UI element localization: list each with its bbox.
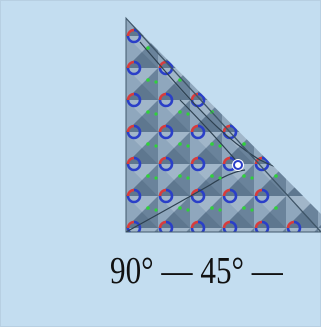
green-marker-icon [154,240,157,243]
green-marker-icon [210,174,214,178]
ring-motif-icon [126,156,142,172]
triangle-outline [125,16,321,233]
ring-motif-icon [126,92,142,108]
ring-motif-icon [158,124,174,140]
green-marker-icon [178,110,182,114]
ring-motif-icon [254,220,270,232]
ring-motif-icon [158,220,174,232]
green-marker-icon [122,112,125,115]
green-marker-icon [186,240,189,243]
ring-motif-icon [286,220,302,232]
green-marker-icon [218,208,222,212]
green-marker-icon [210,238,214,242]
green-marker-icon [154,80,158,84]
ring-motif-icon [158,156,174,172]
green-marker-icon [242,174,246,178]
green-marker-icon [274,238,278,242]
ring-motif-icon [126,124,142,140]
green-marker-icon [274,206,278,210]
ring-motif-icon [222,220,238,232]
green-marker-icon [122,240,125,243]
green-marker-icon [154,144,158,148]
green-marker-icon [242,238,246,242]
green-marker-icon [146,206,150,210]
ring-motif-icon [158,92,174,108]
green-marker-icon [122,176,125,179]
green-marker-icon [122,208,125,211]
green-marker-icon [210,206,214,210]
green-marker-icon [250,240,253,243]
green-marker-icon [146,46,150,50]
green-marker-icon [250,208,254,212]
green-marker-icon [186,144,190,148]
ring-motif-icon [190,220,206,232]
green-marker-icon [186,176,190,180]
green-marker-icon [218,176,222,180]
green-marker-icon [146,78,150,82]
green-marker-icon [122,144,125,147]
green-marker-icon [250,176,254,180]
green-marker-icon [146,238,150,242]
ring-motif-icon [126,188,142,204]
green-marker-icon [146,174,150,178]
green-marker-icon [242,206,246,210]
angle-caption: 90° — 45° — 4 [110,250,283,292]
ring-motif-icon [254,156,270,172]
green-marker-icon [178,142,182,146]
green-marker-icon [186,112,190,116]
green-marker-icon [218,240,221,243]
green-marker-icon [306,238,310,242]
green-marker-icon [210,142,214,146]
green-marker-icon [186,208,190,212]
green-marker-icon [146,142,150,146]
green-marker-icon [146,110,150,114]
ring-motif-icon [190,92,206,108]
ring-motif-icon [222,188,238,204]
ring-motif-icon [126,60,142,76]
green-marker-icon [218,144,222,148]
green-marker-icon [282,240,285,243]
green-marker-icon [178,78,182,82]
ring-motif-icon [190,156,206,172]
green-marker-icon [154,208,158,212]
green-marker-icon [274,174,278,178]
green-marker-icon [122,48,125,51]
ring-motif-icon [190,124,206,140]
green-marker-icon [178,238,182,242]
green-marker-icon [242,142,246,146]
green-marker-icon [154,112,158,116]
ring-motif-icon [158,188,174,204]
green-marker-icon [178,174,182,178]
green-marker-icon [122,80,125,83]
ring-motif-icon [126,220,142,232]
ring-motif-icon [254,188,270,204]
green-marker-icon [178,206,182,210]
green-marker-icon [154,176,158,180]
tile-field [122,18,321,243]
